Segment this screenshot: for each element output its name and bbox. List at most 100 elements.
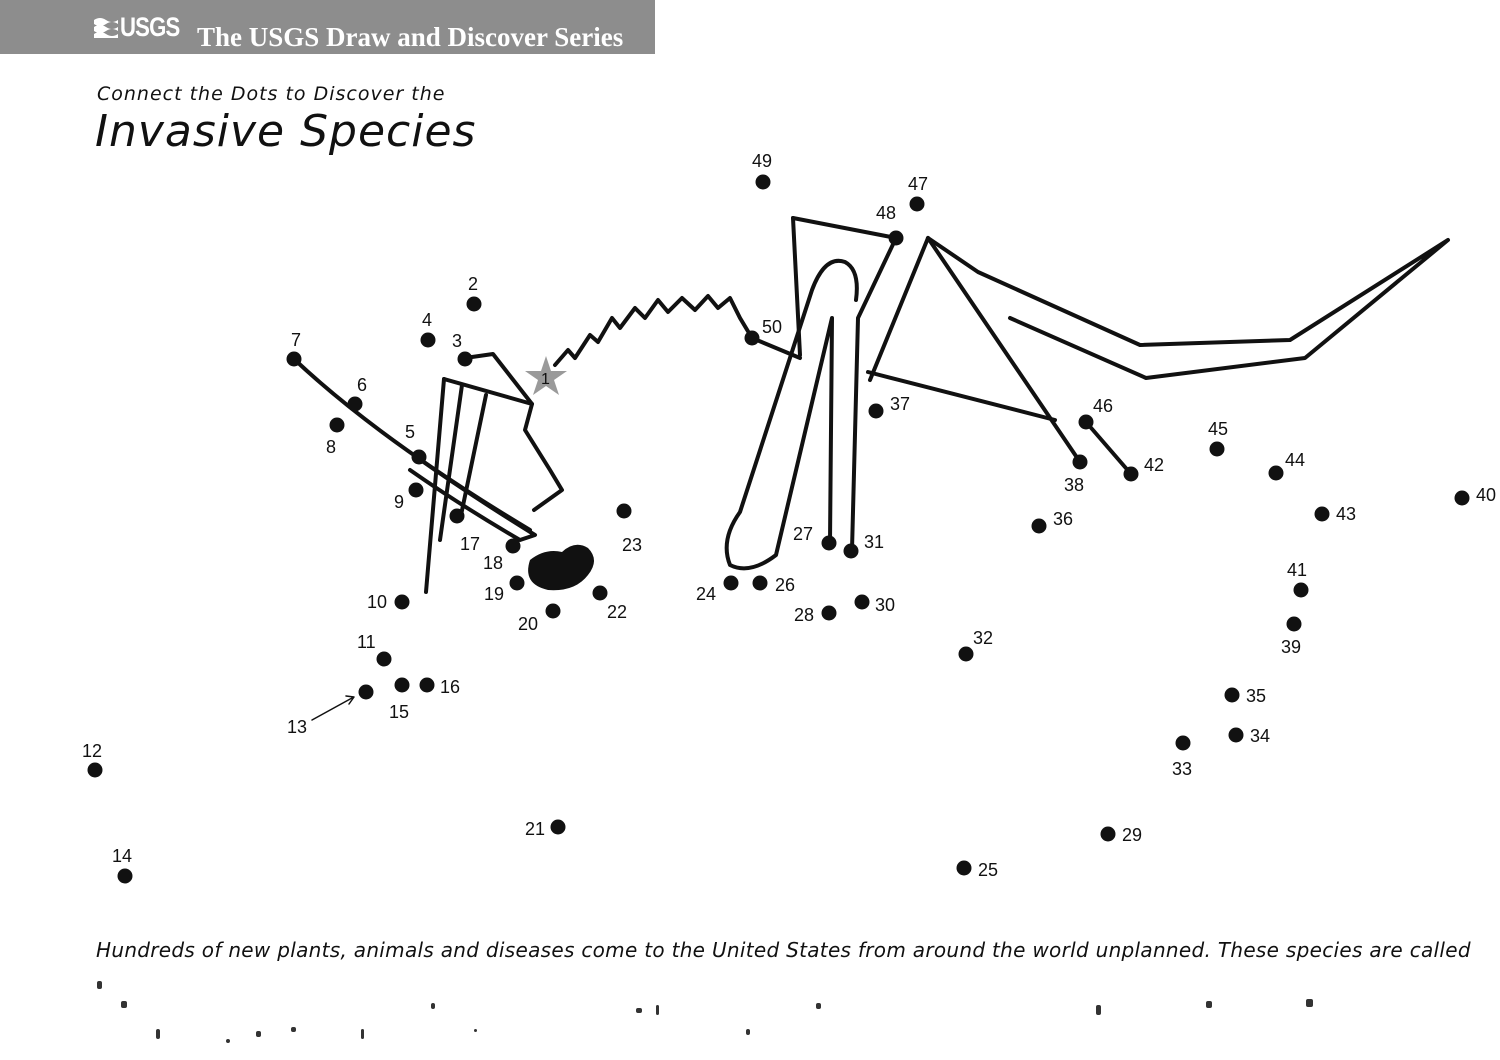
dot-label-32: 32	[973, 628, 993, 648]
dot-26	[752, 575, 768, 591]
dot-label-20: 20	[518, 614, 538, 634]
text-fragment	[474, 1029, 477, 1032]
dot-label-15: 15	[389, 702, 409, 722]
dot-41	[1293, 582, 1309, 598]
dot-label-46: 46	[1093, 396, 1113, 416]
dot-label-42: 42	[1144, 455, 1164, 475]
dot-7	[286, 351, 302, 367]
dot-label-22: 22	[607, 602, 627, 622]
dots-layer: 2345678910111213141516171819202122232425…	[82, 151, 1496, 884]
dot-9	[408, 482, 424, 498]
dot-25	[956, 860, 972, 876]
dot-label-11: 11	[357, 632, 376, 652]
dot-13	[358, 684, 374, 700]
dot-label-50: 50	[762, 317, 782, 337]
dot-43	[1314, 506, 1330, 522]
dot-label-38: 38	[1064, 475, 1084, 495]
usgs-logo: USGS	[94, 12, 193, 42]
series-title: The USGS Draw and Discover Series	[197, 22, 624, 52]
dot-42	[1123, 466, 1139, 482]
dot-label-18: 18	[483, 553, 503, 573]
usgs-logo-text: USGS	[120, 11, 180, 42]
dot-label-10: 10	[367, 592, 387, 612]
dot-label-36: 36	[1053, 509, 1073, 529]
dot-40	[1454, 490, 1470, 506]
dot-label-6: 6	[357, 375, 367, 395]
dot-24	[723, 575, 739, 591]
dot-label-9: 9	[394, 492, 404, 512]
dot-39	[1286, 616, 1302, 632]
dot-label-48: 48	[876, 203, 896, 223]
dot-label-30: 30	[875, 595, 895, 615]
dot-label-44: 44	[1285, 450, 1305, 470]
dot-label-34: 34	[1250, 726, 1270, 746]
dot-30	[854, 594, 870, 610]
page-title: Invasive Species	[95, 106, 477, 157]
insect-outline	[292, 216, 1450, 721]
dot-label-21: 21	[525, 819, 545, 839]
dot-19	[509, 575, 525, 591]
dot-8	[329, 417, 345, 433]
caption-text: Hundreds of new plants, animals and dise…	[96, 938, 1471, 962]
dot-label-19: 19	[484, 584, 504, 604]
eye-blob	[528, 544, 594, 591]
cut-off-text-fragments	[96, 965, 1476, 1055]
text-fragment	[226, 1039, 230, 1043]
dot-label-33: 33	[1172, 759, 1192, 779]
dot-label-13: 13	[287, 717, 307, 737]
usgs-wave-icon	[94, 18, 118, 38]
dot-6	[347, 396, 363, 412]
dot-28	[821, 605, 837, 621]
dot-label-31: 31	[864, 532, 884, 552]
text-fragment	[361, 1029, 364, 1039]
dot-label-41: 41	[1287, 560, 1307, 580]
text-fragment	[156, 1029, 160, 1039]
dot-label-47: 47	[908, 174, 928, 194]
dot-label-39: 39	[1281, 637, 1301, 657]
start-star-icon: 1	[525, 356, 567, 395]
dot-50	[744, 330, 760, 346]
dot-29	[1100, 826, 1116, 842]
text-fragment	[1096, 1005, 1101, 1015]
dot-11	[376, 651, 392, 667]
dot-27	[821, 535, 837, 551]
dot-label-25: 25	[978, 860, 998, 880]
dot-45	[1209, 441, 1225, 457]
dot-48	[888, 230, 904, 246]
text-fragment	[1206, 1001, 1212, 1008]
dot-14	[117, 868, 133, 884]
dot-15	[394, 677, 410, 693]
dot-label-29: 29	[1122, 825, 1142, 845]
dot-label-2: 2	[468, 274, 478, 294]
dot-label-45: 45	[1208, 419, 1228, 439]
dot-5	[411, 449, 427, 465]
dot-label-23: 23	[622, 535, 642, 555]
text-fragment	[656, 1005, 659, 1015]
dot-21	[550, 819, 566, 835]
dot-label-24: 24	[696, 584, 716, 604]
dot-12	[87, 762, 103, 778]
text-fragment	[121, 1001, 127, 1008]
dot-38	[1072, 454, 1088, 470]
dot-label-5: 5	[405, 422, 415, 442]
dot-label-43: 43	[1336, 504, 1356, 524]
text-fragment	[636, 1008, 642, 1013]
text-fragment	[97, 981, 102, 989]
dot-47	[909, 196, 925, 212]
dot-31	[843, 543, 859, 559]
dot-44	[1268, 465, 1284, 481]
dot-label-14: 14	[112, 846, 132, 866]
dot-35	[1224, 687, 1240, 703]
dot-label-26: 26	[775, 575, 795, 595]
dot-label-3: 3	[452, 331, 462, 351]
dot-2	[466, 296, 482, 312]
dot-label-7: 7	[291, 330, 301, 350]
start-label: 1	[541, 371, 550, 388]
text-fragment	[1306, 999, 1313, 1007]
dot-label-17: 17	[460, 534, 480, 554]
dot-46	[1078, 414, 1094, 430]
dot-label-12: 12	[82, 741, 102, 761]
text-fragment	[746, 1029, 750, 1035]
dot-label-8: 8	[326, 437, 336, 457]
dot-4	[420, 332, 436, 348]
